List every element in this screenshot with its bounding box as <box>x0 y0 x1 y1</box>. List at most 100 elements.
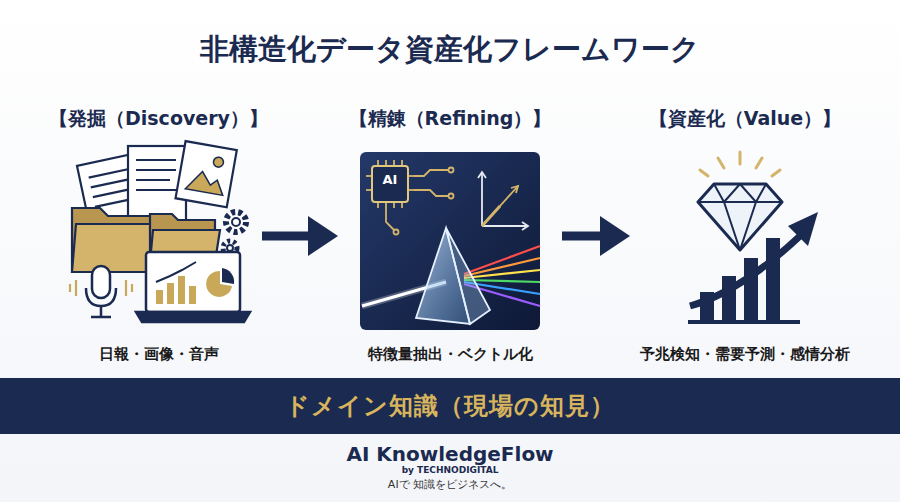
growth-chart <box>788 212 818 246</box>
prism-illustration <box>464 280 540 282</box>
ai-chip-icon <box>393 202 395 208</box>
stage-heading: 【精錬（Refining）】 <box>349 106 552 130</box>
ai-chip-icon <box>449 168 454 173</box>
ai-chip-icon <box>414 170 448 176</box>
microphone-icon <box>86 288 116 306</box>
document-icons <box>128 146 186 224</box>
laptop-icon <box>189 286 196 304</box>
folder-icons <box>72 208 220 272</box>
stage-node: 【発掘（Discovery）】日報・画像・音声 <box>55 106 262 366</box>
growth-chart <box>722 276 736 320</box>
prism-illustration <box>416 228 470 324</box>
ai-chip-icon <box>401 160 403 166</box>
laptop-icon <box>146 252 240 312</box>
prism-illustration <box>362 282 446 306</box>
prism-illustration <box>464 246 540 274</box>
gear-icons <box>223 241 237 255</box>
diamond-icon <box>698 184 782 250</box>
foundation-band: ドメイン知識（現場の知見） <box>0 378 900 434</box>
document-icons <box>89 168 134 178</box>
laptop-icon <box>167 283 174 304</box>
microphone-icon <box>125 280 127 296</box>
sparkle-rays <box>739 152 742 164</box>
folder-icons <box>150 214 215 262</box>
document-icons <box>91 178 136 188</box>
prism-illustration <box>464 246 540 306</box>
document-icons <box>176 141 237 207</box>
microphone-icon <box>100 306 103 316</box>
laptop-icon <box>206 271 232 297</box>
sparkle-rays <box>700 170 708 176</box>
gear-icons <box>223 212 246 255</box>
microphone-icon <box>92 266 110 298</box>
microphone-icon <box>91 316 111 319</box>
ai-chip-icon <box>386 208 394 230</box>
prism-illustration <box>464 284 540 306</box>
vector-axes <box>511 186 518 193</box>
vector-axes <box>481 172 483 226</box>
diamond-icon <box>724 202 756 250</box>
ai-chip-icon <box>414 190 448 196</box>
prism-illustration <box>464 282 540 294</box>
document-icons <box>176 141 237 207</box>
ai-chip-icon <box>385 202 387 208</box>
band-label: ドメイン知識（現場の知見） <box>285 394 615 418</box>
document-icons <box>136 179 170 181</box>
document-icons <box>95 197 140 207</box>
vector-axes <box>522 222 528 230</box>
prism-illustration <box>362 228 540 324</box>
flow-arrow <box>562 232 605 241</box>
vector-axes <box>478 172 528 230</box>
document-icons <box>136 159 176 161</box>
prism-illustration <box>464 270 540 278</box>
vector-axes <box>478 172 486 178</box>
stage-caption: 予兆検知・需要予測・感情分析 <box>640 342 850 366</box>
vector-axes <box>482 186 518 226</box>
document-icons <box>136 169 176 171</box>
microphone-icon <box>131 284 133 292</box>
diamond-icon <box>714 184 766 202</box>
stage-caption: 特徴量抽出・ベクトル化 <box>368 342 533 366</box>
diamond-icon <box>698 201 782 203</box>
gear-icons <box>226 212 246 232</box>
brand-name: AI KnowledgeFlow <box>300 442 600 467</box>
laptop-icon <box>156 262 196 282</box>
laptop-icon <box>136 312 250 322</box>
ai-chip-icon <box>366 160 454 235</box>
sparkle-rays <box>756 158 762 168</box>
prism-illustration <box>446 228 490 324</box>
ai-chip-icon <box>408 189 414 191</box>
stage-caption: 日報・画像・音声 <box>99 342 219 366</box>
flow-arrow <box>262 232 313 241</box>
vector-axes <box>482 206 500 226</box>
folder-icons <box>72 208 160 272</box>
chip-label: AI <box>372 172 408 188</box>
document-icons <box>185 169 226 195</box>
sparkle-rays <box>700 152 780 176</box>
sparkle-rays <box>772 170 780 176</box>
document-icons <box>77 152 159 248</box>
brand-tagline: AIで 知識をビジネスへ。 <box>300 478 600 492</box>
refining-panel <box>360 152 540 330</box>
ai-chip-icon <box>449 194 454 199</box>
ai-chip-icon <box>408 175 414 177</box>
microphone-icon <box>70 280 132 296</box>
diamond-icon <box>698 184 782 250</box>
document-icons <box>93 188 134 197</box>
brand-owner: by TECHNODIGITAL <box>300 465 600 476</box>
laptop-icon <box>136 252 250 322</box>
ai-chip-icon <box>385 160 387 166</box>
ai-chip-icon <box>377 160 379 166</box>
stage-heading: 【発掘（Discovery）】 <box>49 106 268 130</box>
ai-chip-icon <box>393 160 395 166</box>
stage-heading: 【資産化（Value）】 <box>649 106 841 130</box>
microphone-icon <box>69 284 71 292</box>
ai-chip-icon <box>366 175 372 177</box>
vector-axes <box>482 225 528 227</box>
document-icons <box>213 156 225 168</box>
laptop-icon <box>156 276 196 304</box>
diamond-icon <box>698 184 782 250</box>
ai-chip-icon <box>401 202 403 208</box>
prism-illustration <box>464 258 540 276</box>
